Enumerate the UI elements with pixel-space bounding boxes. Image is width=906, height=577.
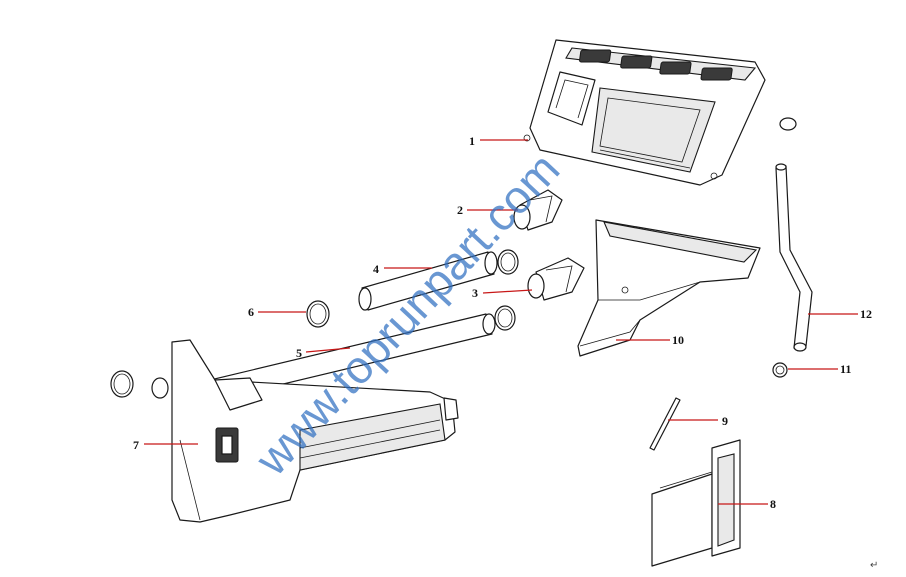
callout-3: 3 [472,286,478,300]
part-6-hose-clamps [110,249,519,399]
part-12-bent-tube [775,163,813,352]
callout-8: 8 [770,497,776,511]
part-11-clamp [772,117,797,378]
callout-4: 4 [373,262,379,276]
part-9-rod [649,397,681,451]
part-10-duct-channel [577,219,761,357]
part-3-duct-nozzle [527,257,585,301]
leader-5 [305,347,351,353]
leader-lines [144,139,858,505]
callout-labels: 1 2 3 4 5 6 7 8 9 10 11 12 [133,134,872,511]
leader-3 [482,289,533,294]
callout-5: 5 [296,346,302,360]
callout-1: 1 [469,134,475,148]
callout-9: 9 [722,414,728,428]
callout-2: 2 [457,203,463,217]
callout-7: 7 [133,438,139,452]
callout-11: 11 [840,362,851,376]
callout-6: 6 [248,305,254,319]
part-7-heater-box [171,339,459,523]
part-1-vent-housing [523,39,766,186]
callout-12: 12 [860,307,872,321]
part-8-filter-frame [651,439,741,567]
callout-10: 10 [672,333,684,347]
part-2-duct-nozzle [513,189,563,231]
part-4-straight-hose [358,251,498,311]
paragraph-mark: ↵ [870,560,878,571]
